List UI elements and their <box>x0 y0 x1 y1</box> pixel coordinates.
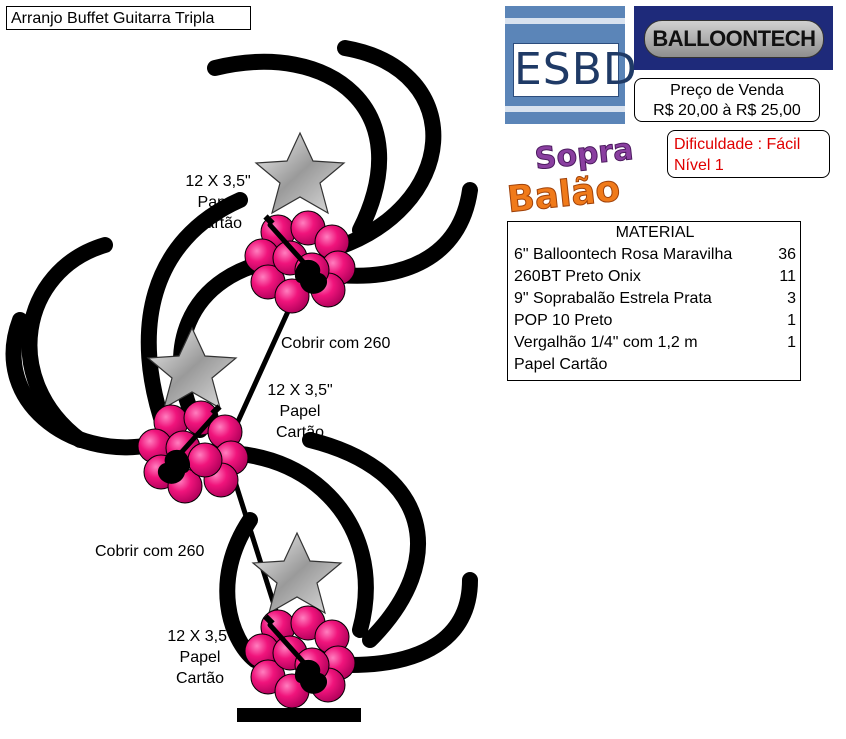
material-row: Papel Cartão <box>514 354 796 376</box>
material-qty: 3 <box>787 290 796 307</box>
paper-size-text: 12 X 3,5" <box>167 628 233 645</box>
material-name: Papel Cartão <box>514 356 608 373</box>
material-table: MATERIAL 6" Balloontech Rosa Maravilha 3… <box>507 221 801 381</box>
paper-text: Papel <box>279 403 321 420</box>
material-row: 6" Balloontech Rosa Maravilha 36 <box>514 244 796 266</box>
difficulty-text: Dificuldade : Fácil <box>674 136 801 153</box>
mid-tier-arcs <box>5 237 426 668</box>
paper-label-bottom: 12 X 3,5" Papel Cartão <box>150 626 250 689</box>
material-row: 9" Soprabalão Estrela Prata 3 <box>514 288 796 310</box>
paper-size-text: 12 X 3,5" <box>267 382 333 399</box>
cover-label-top: Cobrir com 260 <box>281 335 391 352</box>
pink-cluster-mid <box>137 400 249 504</box>
price-box: Preço de Venda R$ 20,00 à R$ 25,00 <box>634 78 820 122</box>
cover-label-bottom: Cobrir com 260 <box>95 543 205 560</box>
difficulty-box: Dificuldade : Fácil Nível 1 <box>667 130 830 178</box>
balao-logo-text: Balão <box>505 168 622 213</box>
material-name: 6" Balloontech Rosa Maravilha <box>514 246 733 263</box>
balloontech-logo: BALLOONTECH <box>634 6 833 70</box>
balloontech-logo-text: BALLOONTECH <box>644 20 824 58</box>
sopra-logo-text: Sopra <box>533 133 635 177</box>
material-row: 260BT Preto Onix 11 <box>514 266 796 288</box>
material-name: 260BT Preto Onix <box>514 268 641 285</box>
cardboard-text: Cartão <box>193 215 243 232</box>
material-heading: MATERIAL <box>615 224 695 241</box>
bottom-tier-arcs <box>342 572 478 673</box>
paper-text: Papel <box>197 194 239 211</box>
esbd-logo-text: ESBD <box>513 43 638 97</box>
paper-size-text: 12 X 3,5" <box>185 173 251 190</box>
cardboard-text: Cartão <box>175 670 225 687</box>
paper-label-top: 12 X 3,5" Papel Cartão <box>168 171 268 234</box>
page-title: Arranjo Buffet Guitarra Tripla <box>6 6 251 30</box>
cardboard-text: Cartão <box>275 424 325 441</box>
soprabalao-logo: Sopra Balão <box>505 133 635 213</box>
level-text: Nível 1 <box>674 157 724 174</box>
material-qty: 11 <box>779 268 796 285</box>
material-row: POP 10 Preto 1 <box>514 310 796 332</box>
price-label: Preço de Venda <box>670 82 784 99</box>
material-qty: 36 <box>778 246 796 263</box>
material-name: POP 10 Preto <box>514 312 613 329</box>
esbd-logo: ESBD <box>505 6 638 124</box>
material-name: 9" Soprabalão Estrela Prata <box>514 290 712 307</box>
paper-label-mid: 12 X 3,5" Papel Cartão <box>250 380 350 443</box>
material-qty: 1 <box>787 334 796 351</box>
paper-text: Papel <box>179 649 221 666</box>
material-row: Vergalhão 1/4" com 1,2 m 1 <box>514 332 796 354</box>
material-name: Vergalhão 1/4" com 1,2 m <box>514 334 698 351</box>
material-qty: 1 <box>787 312 796 329</box>
star-balloon-top <box>255 132 345 214</box>
star-balloon-bottom <box>252 532 342 614</box>
price-value: R$ 20,00 à R$ 25,00 <box>653 102 801 119</box>
base-plate <box>237 708 361 722</box>
